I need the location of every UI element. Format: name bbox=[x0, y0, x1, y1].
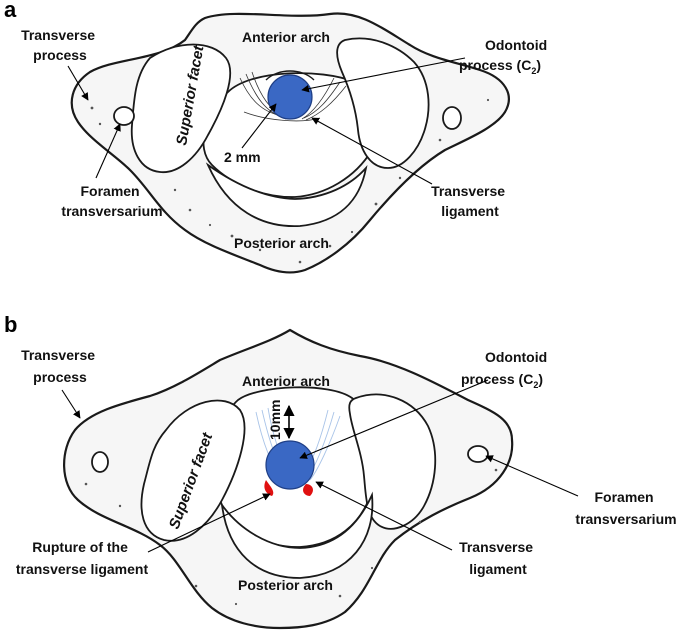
panel-b-transverse-ligament-label: Transverse ligament bbox=[459, 539, 537, 577]
panel-b-odontoid-label: Odontoid process (C2) bbox=[461, 349, 551, 390]
panel-a-transverse-ligament-label: Transverse ligament bbox=[431, 183, 509, 219]
panel-a-letter: a bbox=[4, 0, 17, 22]
panel-a-odontoid-leader bbox=[301, 57, 466, 93]
panel-b-transverse-ligament-leader bbox=[315, 481, 453, 551]
panel-b-letter: b bbox=[4, 312, 17, 337]
panel-a-right-foramen-transversarium bbox=[442, 106, 462, 130]
panel-a-transverse-ligament-leader bbox=[311, 117, 433, 185]
panel-a-measurement-label: 2 mm bbox=[224, 149, 261, 165]
panel-a-measurement-leader bbox=[241, 103, 277, 149]
panel-b-right-foramen-transversarium bbox=[467, 445, 489, 463]
panel-b-transverse-process-label: Transverse process bbox=[21, 347, 99, 385]
panel-b-left-foramen-transversarium bbox=[91, 451, 109, 473]
panel-a: a bbox=[4, 0, 551, 274]
panel-b: b 10mm bbox=[4, 312, 677, 630]
panel-b-rupture-left bbox=[264, 480, 274, 496]
panel-b-odontoid-process bbox=[265, 440, 315, 490]
panel-a-odontoid-process bbox=[267, 74, 313, 120]
panel-a-odontoid-facet-ring bbox=[265, 70, 315, 81]
panel-a-odontoid-label: Odontoid process (C2) bbox=[459, 37, 551, 76]
panel-b-foramen-label: Foramen transversarium bbox=[575, 489, 676, 527]
panel-b-foramen-leader bbox=[485, 455, 579, 497]
panel-a-right-superior-facet bbox=[336, 37, 430, 169]
panel-a-left-foramen-transversarium bbox=[113, 106, 135, 126]
panel-b-anterior-arch-label: Anterior arch bbox=[242, 373, 330, 389]
panel-a-posterior-opening bbox=[205, 162, 368, 227]
panel-a-foramen-leader bbox=[95, 123, 121, 179]
panel-a-posterior-arch-label: Posterior arch bbox=[234, 235, 329, 251]
panel-a-transverse-process-label: Transverse process bbox=[21, 27, 99, 63]
panel-b-rupture-label: Rupture of the transverse ligament bbox=[16, 539, 149, 577]
panel-b-measurement-label: 10mm bbox=[267, 400, 283, 440]
panel-b-odontoid-leader bbox=[299, 379, 489, 459]
panel-b-left-superior-facet bbox=[140, 399, 246, 542]
panel-b-posterior-arch-label: Posterior arch bbox=[238, 577, 333, 593]
panel-b-bone-texture bbox=[84, 468, 498, 606]
panel-b-rupture-right bbox=[303, 484, 313, 496]
panel-a-transverse-process-leader bbox=[67, 65, 89, 101]
panel-b-transverse-process-leader bbox=[61, 389, 81, 419]
panel-a-anterior-arch-label: Anterior arch bbox=[242, 29, 330, 45]
panel-a-bone-texture bbox=[90, 98, 490, 264]
panel-a-vertebral-foramen bbox=[202, 72, 383, 198]
panel-b-posterior-opening bbox=[221, 491, 374, 579]
panel-b-rupture-leader bbox=[147, 493, 271, 553]
panel-a-foramen-label: Foramen transversarium bbox=[61, 183, 162, 219]
